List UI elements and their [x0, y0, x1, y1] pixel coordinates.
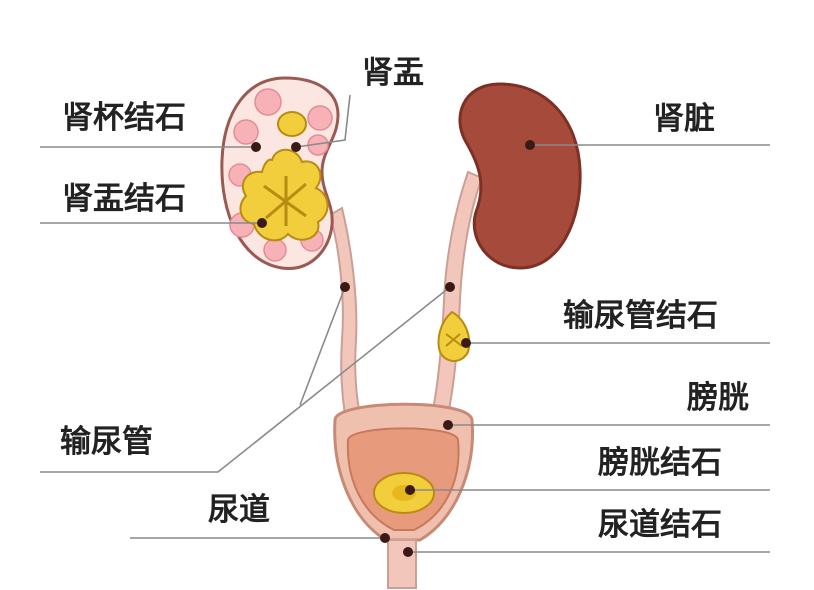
label-urethra: 尿道 — [208, 492, 270, 528]
label-renal-pelvis: 肾盂 — [362, 55, 424, 91]
urethra-tube — [387, 539, 417, 589]
label-pelvis-stone: 肾盂结石 — [62, 181, 186, 217]
ureter-stone-crack — [445, 333, 463, 347]
leader-lines — [40, 94, 770, 553]
label-ureter: 输尿管 — [60, 424, 153, 460]
renal-pelvis-shape — [239, 148, 329, 242]
label-calyx-stone: 肾杯结石 — [62, 100, 186, 136]
marker-dots — [251, 140, 535, 557]
pelvis-stone-shape — [263, 176, 307, 226]
right-ureter — [430, 170, 484, 416]
label-bladder-stone: 膀胱结石 — [598, 445, 722, 481]
label-kidney: 肾脏 — [653, 101, 715, 137]
label-ureter-stone: 输尿管结石 — [563, 298, 718, 334]
label-urethra-stone: 尿道结石 — [598, 507, 722, 543]
right-kidney — [458, 82, 582, 270]
calyx-stone-shape — [277, 111, 307, 137]
left-ureter — [328, 206, 362, 416]
ureter-stone-shape — [437, 310, 471, 362]
label-bladder: 膀胱 — [687, 380, 749, 416]
